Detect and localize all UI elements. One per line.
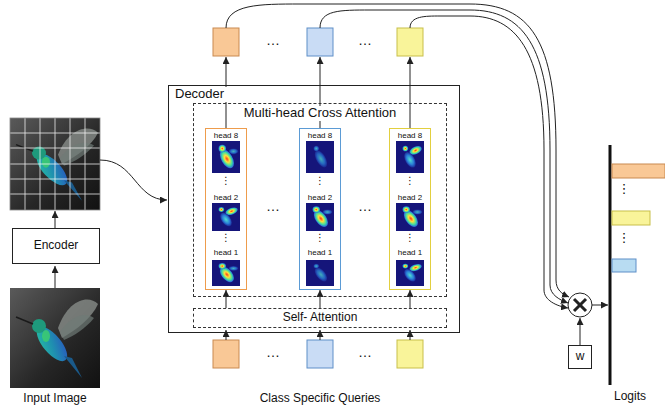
head-column: head 8 ⋮ head 2 ⋮ head 1 <box>389 128 431 290</box>
output-square <box>213 28 423 56</box>
input-photo <box>10 288 100 388</box>
flow-arrow <box>226 330 410 340</box>
head-label: ⋮ <box>405 175 415 187</box>
ellipsis: … <box>266 344 280 360</box>
head-column: head 8 ⋮ head 2 ⋮ head 1 <box>205 128 247 290</box>
node-label: Multi-head Cross Attention <box>241 106 399 121</box>
ellipsis: … <box>358 344 372 360</box>
query-square <box>213 340 423 368</box>
head-label: ⋮ <box>315 232 325 244</box>
vertical-ellipsis: ⋮ <box>618 182 631 197</box>
head-label: head 1 <box>308 248 332 257</box>
attention-heatmap <box>212 141 424 286</box>
head-column: head 8 ⋮ head 2 ⋮ head 1 <box>299 128 341 290</box>
attention-arrow <box>320 290 321 308</box>
attention-arrow <box>410 290 411 308</box>
head-label: ⋮ <box>405 232 415 244</box>
node-label: Self- Attention <box>283 311 358 325</box>
head-label: ⋮ <box>221 175 231 187</box>
weight-box: w <box>568 345 592 369</box>
head-label: head 8 <box>398 131 422 140</box>
flow-arrow <box>55 160 167 288</box>
head-label: head 2 <box>308 193 332 202</box>
image-caption: Input Image <box>23 392 86 406</box>
head-label: ⋮ <box>221 232 231 244</box>
head-label: head 2 <box>214 193 238 202</box>
encoder-box: Encoder <box>12 228 100 264</box>
flow-arrow <box>226 4 608 345</box>
ellipsis: … <box>266 198 280 214</box>
query-caption: Class Specific Queries <box>260 392 381 406</box>
node-label: Decoder <box>172 87 227 102</box>
vertical-ellipsis: ⋮ <box>618 231 631 246</box>
ellipsis: … <box>358 32 372 48</box>
logits-caption: Logits <box>614 390 646 404</box>
node-label: Encoder <box>34 239 79 253</box>
patch-image <box>10 118 100 210</box>
cross-attention-box: Multi-head Cross Attention head 8 ⋮ head 2 ⋮… <box>193 103 447 297</box>
multiply-symbol <box>568 293 592 317</box>
ellipsis: … <box>266 32 280 48</box>
node-label: w <box>576 350 585 364</box>
head-label: head 8 <box>308 131 332 140</box>
head-label: head 1 <box>214 248 238 257</box>
self-attention-box: Self- Attention <box>193 308 447 328</box>
logits-bars <box>610 145 665 385</box>
head-label: head 8 <box>214 131 238 140</box>
head-label: head 1 <box>398 248 422 257</box>
head-label: ⋮ <box>315 175 325 187</box>
ellipsis: … <box>358 198 372 214</box>
attention-arrow <box>226 290 227 308</box>
decoder-box: DecoderMulti-head Cross Attention head 8 ⋮… <box>168 85 460 333</box>
head-label: head 2 <box>398 193 422 202</box>
